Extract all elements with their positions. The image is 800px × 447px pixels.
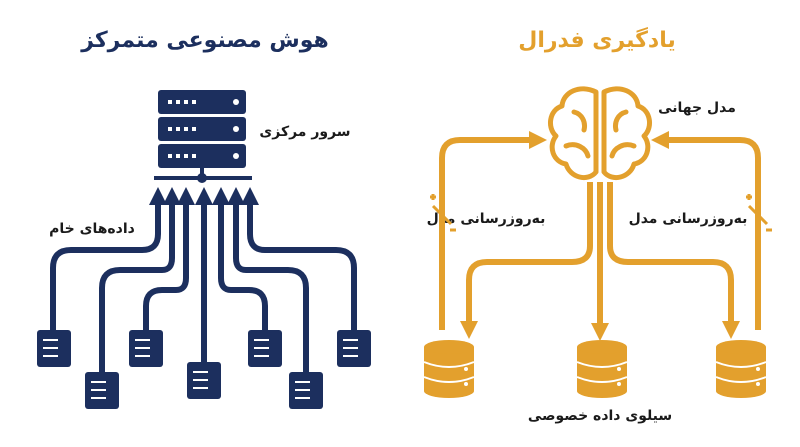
- mini-server-icon: [337, 330, 371, 367]
- central-server-label: سرور مرکزی: [259, 124, 350, 140]
- flow-line: [99, 187, 181, 372]
- brain-icon: [548, 86, 652, 181]
- database-icon: [423, 340, 475, 398]
- database-icon: [576, 340, 628, 398]
- global-model-label: مدل جهانی: [658, 100, 736, 116]
- flow-line: [143, 187, 195, 330]
- plus-minus-icon: [430, 194, 456, 232]
- federated-flows: [439, 131, 761, 341]
- mini-server-icon: [129, 330, 163, 367]
- flow-line: [50, 187, 167, 330]
- database-icon: [715, 340, 767, 398]
- plus-minus-icon: [746, 194, 772, 232]
- left-title: هوش مصنوعی متمرکز: [80, 28, 329, 53]
- raw-data-flows: [50, 187, 357, 372]
- raw-data-label: داده‌های خام: [49, 221, 135, 237]
- global-flow-right: [607, 182, 740, 339]
- mini-server-icon: [248, 330, 282, 367]
- flow-line: [241, 187, 357, 330]
- model-update-label-left: به‌روزرسانی مدل: [427, 211, 546, 227]
- mini-server-icon: [289, 372, 323, 409]
- server-rack-icon: [154, 90, 252, 183]
- mini-server-icon: [85, 372, 119, 409]
- mini-server-icon: [37, 330, 71, 367]
- flow-line: [227, 187, 309, 372]
- private-silo-label: سیلوی داده خصوصی: [528, 408, 672, 424]
- mini-server-icon: [187, 362, 221, 399]
- flow-line: [212, 187, 268, 330]
- model-update-label-right: به‌روزرسانی مدل: [629, 211, 748, 227]
- update-flow-left: [439, 131, 547, 330]
- global-flow-left: [460, 182, 593, 339]
- update-flow-right: [651, 131, 761, 330]
- right-title: یادگیری فدرال: [518, 26, 676, 53]
